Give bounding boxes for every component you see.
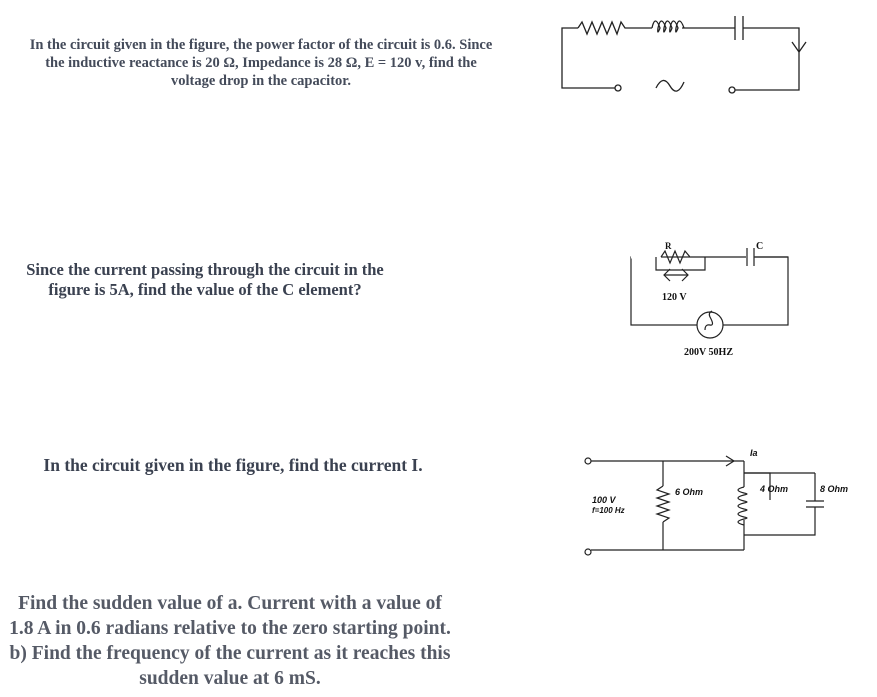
inductor-symbol (651, 20, 685, 33)
ac-source-symbol (704, 310, 714, 331)
current-arrow (725, 455, 736, 467)
question-1-text: In the circuit given in the figure, the … (29, 37, 493, 89)
wire-left (561, 27, 615, 89)
inductor-symbol (737, 486, 748, 526)
resistor-label: R (665, 241, 672, 251)
resistor-symbol (577, 20, 652, 36)
source-voltage-label: 100 V (592, 495, 617, 505)
capacitor-label: C (756, 241, 763, 252)
wire-right (735, 27, 800, 91)
question-3-text: In the circuit given in the figure, find… (43, 455, 423, 475)
terminal-right (728, 86, 736, 94)
question-4-text: Find the sudden value of a. Current with… (9, 593, 451, 689)
resistor-6-ohm-symbol (655, 485, 671, 523)
inductor-4-ohm-label: 4 Ohm (759, 484, 788, 494)
terminal-left (614, 84, 622, 92)
resistor-6-ohm-label: 6 Ohm (675, 487, 703, 497)
source-frequency-label: f=100 Hz (592, 506, 625, 515)
current-label: Ia (750, 448, 758, 458)
capacitor-8-ohm-label: 8 Ohm (820, 484, 848, 494)
resistor-symbol (660, 249, 691, 265)
voltage-label: 120 V (662, 292, 687, 303)
ac-source-symbol (655, 79, 685, 92)
source-label: 200V 50HZ (684, 347, 733, 358)
terminal-bottom (584, 548, 592, 556)
terminal-top (584, 457, 592, 465)
question-2-text: Since the current passing through the ci… (26, 260, 384, 299)
